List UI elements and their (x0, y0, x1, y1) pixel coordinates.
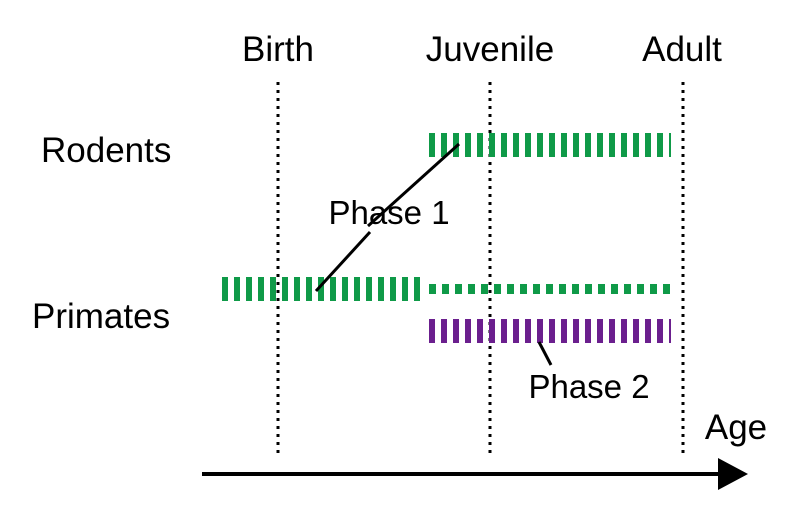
phase1-callout-line-lower (314, 230, 372, 293)
age-axis-label: Age (705, 408, 767, 447)
stage-label-juvenile: Juvenile (426, 30, 554, 69)
phase2-label: Phase 2 (528, 368, 649, 405)
phase1-label: Phase 1 (328, 194, 449, 231)
stage-label-adult: Adult (642, 30, 722, 69)
group-label-rodents: Rodents (41, 131, 171, 170)
stage-label-birth: Birth (242, 30, 314, 69)
phase2-callout-line (537, 341, 553, 366)
phase1-callout-line-upper (366, 142, 461, 228)
age-axis-arrowhead-icon (718, 458, 748, 490)
group-label-primates: Primates (32, 297, 170, 336)
